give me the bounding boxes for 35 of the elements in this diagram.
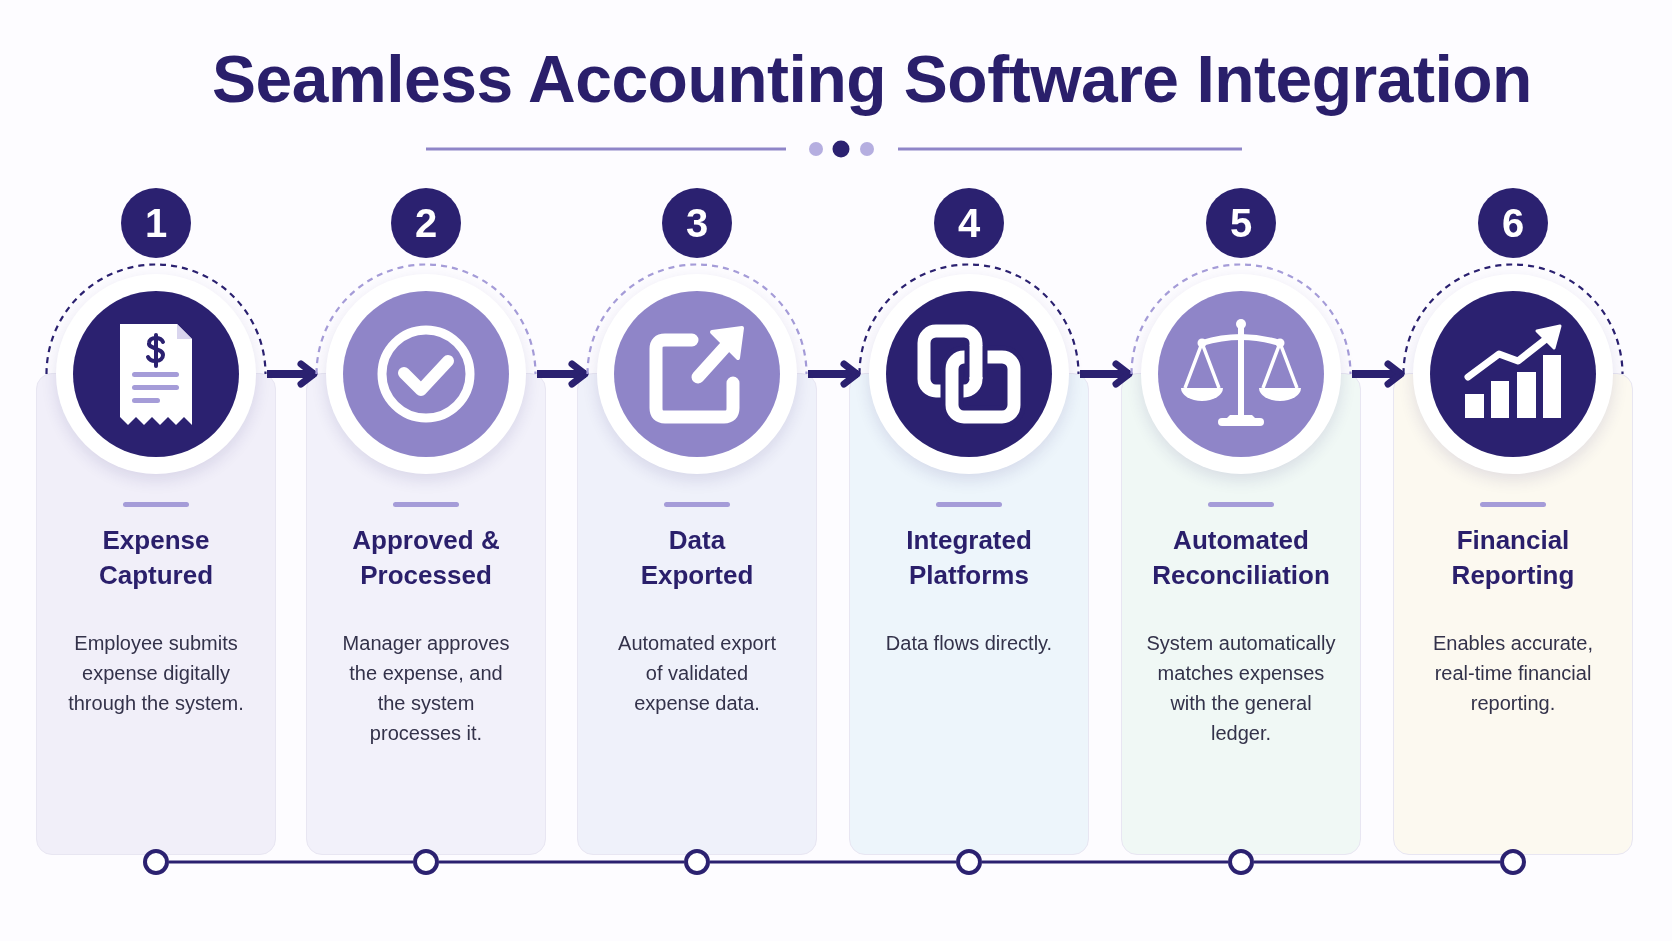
- step-title: Financial Reporting: [1450, 524, 1576, 592]
- step-number-badge: 1: [121, 188, 191, 258]
- step-title: Expense Captured: [97, 524, 215, 592]
- timeline-line: [169, 860, 413, 864]
- flow-arrow: [808, 360, 861, 388]
- step-description: Employee submits expense digitally through the system.: [67, 631, 245, 716]
- diagram-title: Seamless Accounting Software Integration: [212, 42, 1532, 116]
- step-title: Integrated Platforms: [905, 524, 1033, 592]
- step-number-badge: 4: [934, 188, 1004, 258]
- step-description: Data flows directly.: [885, 631, 1053, 656]
- step-number-badge: 3: [662, 188, 732, 258]
- flow-arrow: [537, 360, 589, 388]
- timeline-marker: [1228, 849, 1254, 875]
- step-description: Enables accurate, real-time financial reporting.: [1431, 631, 1595, 716]
- timeline-line: [439, 860, 684, 864]
- timeline-line: [982, 860, 1228, 864]
- flow-arrow: [1080, 360, 1133, 388]
- step-number-badge: 5: [1206, 188, 1276, 258]
- step-number-badge: 6: [1478, 188, 1548, 258]
- timeline-line: [1254, 860, 1500, 864]
- flow-arrow: [267, 360, 318, 388]
- flow-arrow: [1352, 360, 1405, 388]
- step-title: Automated Reconciliation: [1151, 524, 1331, 592]
- step-number-badge: 2: [391, 188, 461, 258]
- timeline-marker: [413, 849, 439, 875]
- timeline-marker: [956, 849, 982, 875]
- step-title: Data Exported: [639, 524, 755, 592]
- step-title: Approved & Processed: [351, 524, 501, 592]
- step-description: System automatically matches expenses with the general ledger.: [1145, 631, 1337, 746]
- step-description: Manager approves the expense, and the system processes it.: [341, 631, 511, 746]
- timeline-line: [710, 860, 956, 864]
- timeline-marker: [143, 849, 169, 875]
- timeline-marker: [1500, 849, 1526, 875]
- step-description: Automated export of validated expense data.: [617, 631, 777, 716]
- timeline-marker: [684, 849, 710, 875]
